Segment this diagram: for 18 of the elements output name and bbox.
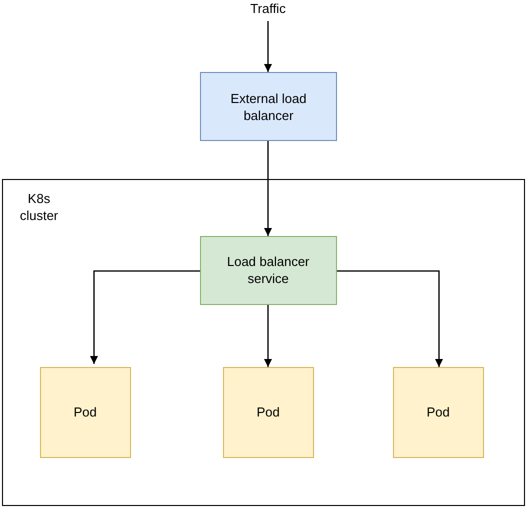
cluster-label: K8s cluster — [18, 190, 60, 224]
box-label: External load balancer — [230, 90, 308, 124]
pod-box — [222, 366, 314, 458]
service-box — [200, 236, 337, 305]
arrow — [337, 270, 443, 367]
arrow — [264, 21, 272, 72]
box-label: Load balancer service — [226, 253, 310, 288]
pod-label: Pod — [426, 404, 451, 421]
arrow — [264, 141, 272, 236]
arrow — [90, 270, 200, 364]
cluster-boundary — [2, 179, 525, 506]
arrow — [264, 305, 272, 367]
pod-box — [40, 366, 131, 458]
process-box — [200, 72, 337, 141]
traffic-label: Traffic — [249, 0, 287, 17]
pod-label: Pod — [72, 404, 98, 421]
pod-box — [392, 366, 484, 458]
pod-label: Pod — [256, 404, 281, 421]
